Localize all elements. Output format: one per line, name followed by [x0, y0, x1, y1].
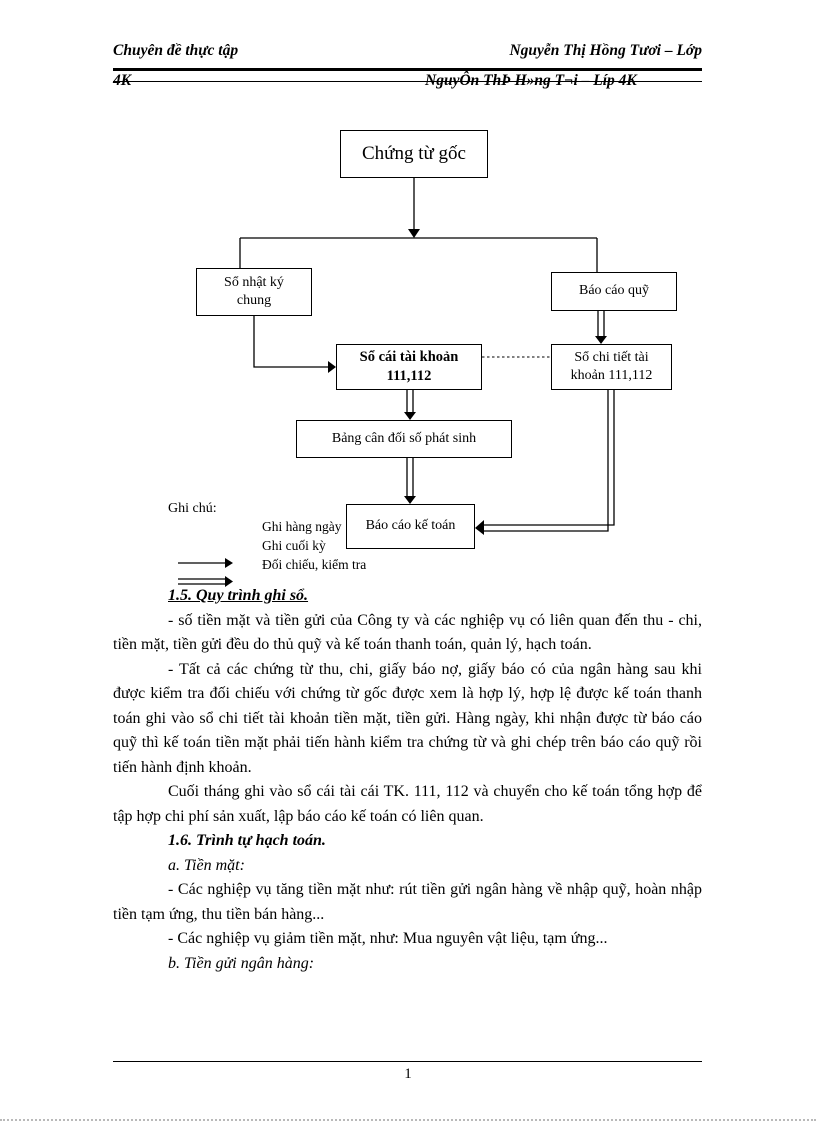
- flowchart-box-trial-balance: Bảng cân đối số phát sinh: [296, 420, 512, 458]
- paragraph: - Các nghiệp vụ giảm tiền mặt, như: Mua …: [168, 930, 608, 947]
- header-course-title: Chuyên đề thực tập: [113, 42, 239, 59]
- flowchart-box-source-documents: Chứng từ gốc: [340, 130, 488, 178]
- page-header: Chuyên đề thực tập Nguyễn Thị Hồng Tươi …: [113, 42, 702, 92]
- flowchart-box-general-journal: Sổ nhật ký chung: [196, 268, 312, 316]
- header-author-legacy-encoding: NguyÔn ThÞ H»ng T¬i – Líp 4K: [425, 72, 637, 89]
- flowchart-box-accounting-report: Báo cáo kế toán: [346, 504, 475, 549]
- flowchart-box-general-ledger-111-112: Sổ cái tài khoản 111,112: [336, 344, 482, 390]
- flowchart-box-subsidiary-ledger-111-112: Sổ chi tiết tài khoản 111,112: [551, 344, 672, 390]
- subitem-b-heading: b. Tiền gửi ngân hàng:: [168, 954, 315, 972]
- legend-item-daily: Ghi hàng ngày: [262, 519, 342, 534]
- section-heading-1-5: 1.5. Quy trình ghi sổ.: [168, 587, 309, 604]
- page-break-indicator: [0, 1119, 816, 1121]
- accounting-flowchart: Ghi chú: Ghi hàng ngày Ghi cuối kỳ Đối c…: [0, 120, 816, 605]
- page-number: 1: [404, 1066, 412, 1082]
- legend-item-period-end: Ghi cuối kỳ: [262, 538, 326, 553]
- paragraph: - số tiền mặt và tiền gửi của Công ty và…: [113, 611, 702, 654]
- body-text: 1.5. Quy trình ghi sổ. - số tiền mặt và …: [113, 584, 702, 976]
- paragraph: - Các nghiệp vụ tăng tiền mặt như: rút t…: [113, 881, 702, 923]
- flowchart-connectors: [178, 176, 615, 587]
- legend-item-reconcile: Đối chiếu, kiểm tra: [262, 557, 367, 572]
- paragraph: Cuối tháng ghi vào sổ cái tài cái TK. 11…: [113, 783, 702, 825]
- flowchart-box-cash-report: Báo cáo quỹ: [551, 272, 677, 311]
- subitem-a-heading: a. Tiền mặt:: [168, 856, 245, 874]
- header-rule: [113, 81, 702, 82]
- legend-title: Ghi chú:: [168, 501, 217, 516]
- paragraph: - Tất cả các chứng từ thu, chi, giấy báo…: [113, 660, 702, 776]
- section-heading-1-6: 1.6. Trình tự hạch toán.: [168, 832, 326, 849]
- header-class: 4K: [113, 72, 132, 89]
- footer-rule: [113, 1061, 702, 1062]
- header-author: Nguyễn Thị Hồng Tươi – Lớp: [509, 42, 702, 59]
